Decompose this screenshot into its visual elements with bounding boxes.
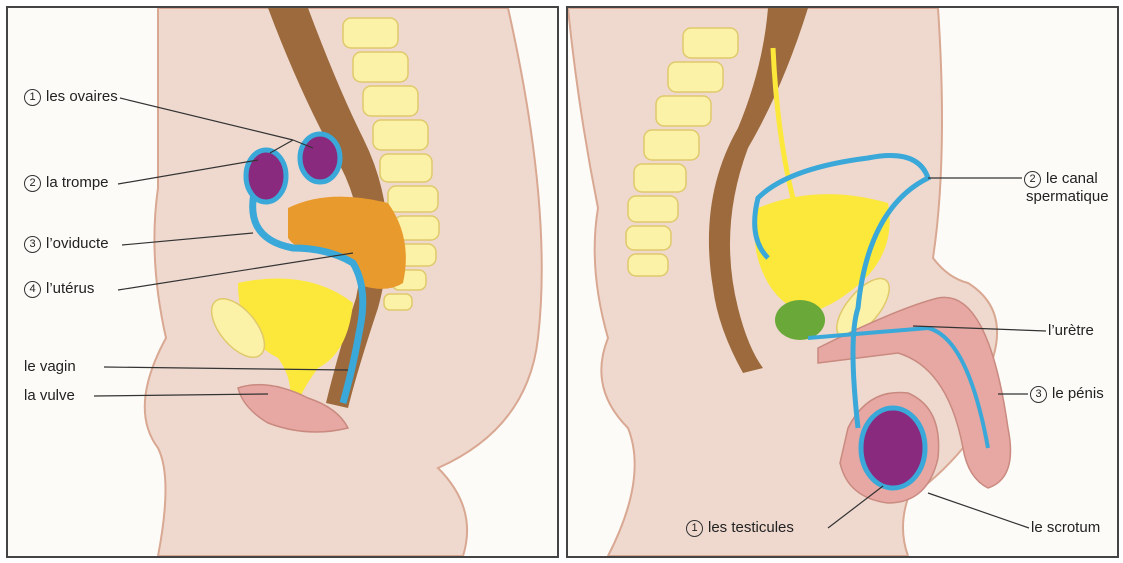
label-scrotum: le scrotum bbox=[1031, 519, 1100, 536]
label-number: 3 bbox=[24, 236, 41, 253]
label-text: l’utérus bbox=[46, 280, 94, 297]
label-number: 2 bbox=[1024, 171, 1041, 188]
label-line-2: spermatique bbox=[1024, 188, 1109, 205]
label-uterus: 4 l’utérus bbox=[24, 280, 94, 298]
label-trompe: 2 la trompe bbox=[24, 174, 109, 192]
label-text: le canal bbox=[1046, 170, 1098, 187]
label-number: 1 bbox=[686, 520, 703, 537]
label-vulve: la vulve bbox=[24, 387, 75, 404]
label-number: 3 bbox=[1030, 386, 1047, 403]
label-text: le scrotum bbox=[1031, 519, 1100, 536]
label-canal-spermatique: 2 le canal spermatique bbox=[1024, 170, 1109, 205]
male-anatomy-panel: 2 le canal spermatique l’urètre 3 le pénis… bbox=[566, 6, 1119, 558]
label-text: la vulve bbox=[24, 387, 75, 404]
label-number: 2 bbox=[24, 175, 41, 192]
label-line-1: 2 le canal bbox=[1024, 170, 1109, 188]
label-number: 4 bbox=[24, 281, 41, 298]
label-number: 1 bbox=[24, 89, 41, 106]
male-testicle bbox=[861, 408, 925, 488]
label-text: l’urètre bbox=[1048, 322, 1094, 339]
label-text: l’oviducte bbox=[46, 235, 109, 252]
label-text: le pénis bbox=[1052, 385, 1104, 402]
label-vagin: le vagin bbox=[24, 358, 76, 375]
female-anatomy-panel: 1 les ovaires 2 la trompe 3 l’oviducte 4 l’u… bbox=[6, 6, 559, 558]
label-ovaries: 1 les ovaires bbox=[24, 88, 118, 106]
label-text: les ovaires bbox=[46, 88, 118, 105]
female-body-silhouette bbox=[145, 8, 542, 556]
label-oviducte: 3 l’oviducte bbox=[24, 235, 109, 253]
label-uretre: l’urètre bbox=[1048, 322, 1094, 339]
male-prostate bbox=[775, 300, 825, 340]
label-penis: 3 le pénis bbox=[1030, 385, 1104, 403]
label-text: la trompe bbox=[46, 174, 109, 191]
label-testicules: 1 les testicules bbox=[686, 519, 794, 537]
label-text: les testicules bbox=[708, 519, 794, 536]
male-anatomy-illustration bbox=[568, 8, 1117, 556]
label-text: le vagin bbox=[24, 358, 76, 375]
